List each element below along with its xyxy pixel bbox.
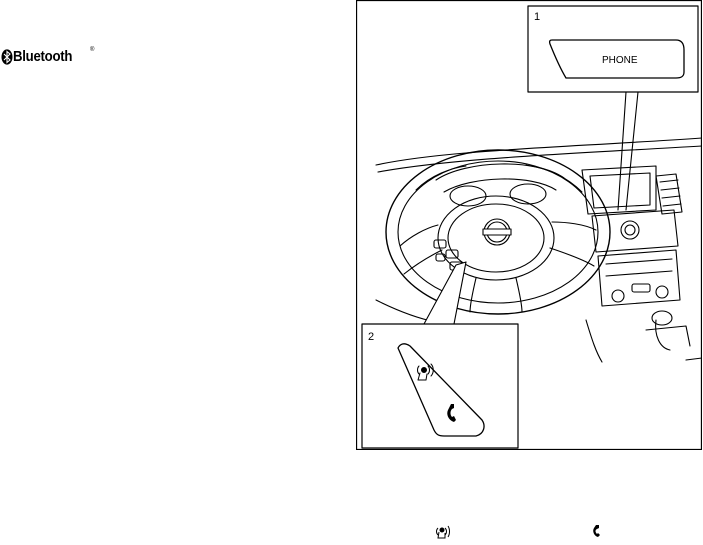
bluetooth-logo: Bluetooth ® — [0, 46, 100, 68]
center-console — [582, 166, 690, 350]
registered-mark: ® — [90, 47, 94, 53]
callout-1 — [528, 6, 698, 210]
voice-talk-icon — [437, 526, 450, 538]
dashboard-top-edge — [376, 138, 702, 165]
phone-handset-icon — [593, 525, 600, 537]
bluetooth-wordmark: Bluetooth — [13, 46, 72, 68]
footer-icon-row — [0, 520, 703, 540]
callout-2-number: 2 — [368, 331, 374, 343]
dashboard-illustration: 1 PHONE 2 — [356, 0, 702, 450]
nissan-emblem — [483, 219, 511, 245]
callout-1-number: 1 — [534, 11, 540, 23]
bluetooth-rune-icon — [1, 49, 13, 65]
phone-button-label: PHONE — [602, 55, 638, 66]
